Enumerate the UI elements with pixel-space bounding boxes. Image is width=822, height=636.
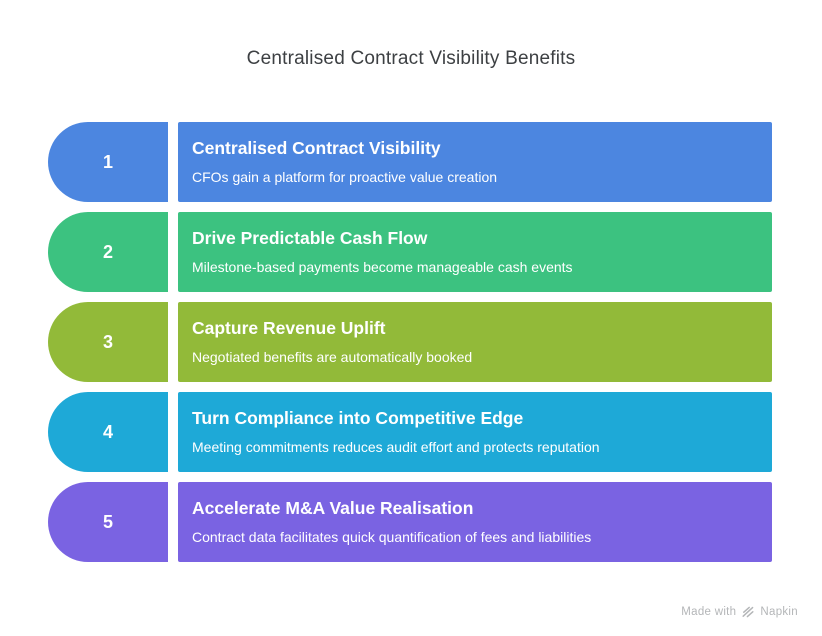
benefit-title: Drive Predictable Cash Flow	[192, 228, 428, 249]
napkin-logo-icon	[741, 605, 755, 618]
step-number: 4	[102, 421, 113, 442]
step-number: 5	[102, 511, 113, 532]
benefit-row-5: 5 Accelerate M&A Value Realisation Contr…	[48, 482, 772, 562]
made-with-label: Made with	[681, 605, 737, 618]
benefit-rows: 1 Centralised Contract Visibility CFOs g…	[48, 122, 772, 562]
step-number-badge: 4	[48, 392, 168, 472]
benefit-bar: Accelerate M&A Value Realisation Contrac…	[178, 482, 772, 562]
benefit-row-4: 4 Turn Compliance into Competitive Edge …	[48, 392, 772, 472]
step-number-badge: 2	[48, 212, 168, 292]
step-number: 2	[102, 241, 113, 262]
benefit-bar: Drive Predictable Cash Flow Milestone-ba…	[178, 212, 772, 292]
benefit-bar: Capture Revenue Uplift Negotiated benefi…	[178, 302, 772, 382]
made-with-napkin-credit[interactable]: Made with Napkin	[681, 605, 798, 618]
benefit-title: Capture Revenue Uplift	[192, 318, 386, 339]
benefit-bar: Turn Compliance into Competitive Edge Me…	[178, 392, 772, 472]
benefit-subtitle: Milestone-based payments become manageab…	[192, 259, 573, 276]
benefit-row-3: 3 Capture Revenue Uplift Negotiated bene…	[48, 302, 772, 382]
step-number-badge: 5	[48, 482, 168, 562]
benefit-title: Centralised Contract Visibility	[192, 138, 441, 159]
benefit-title: Turn Compliance into Competitive Edge	[192, 408, 524, 429]
benefit-row-2: 2 Drive Predictable Cash Flow Milestone-…	[48, 212, 772, 292]
step-number-badge: 1	[48, 122, 168, 202]
benefit-row-1: 1 Centralised Contract Visibility CFOs g…	[48, 122, 772, 202]
benefit-subtitle: Meeting commitments reduces audit effort…	[192, 439, 600, 456]
benefit-bar: Centralised Contract Visibility CFOs gai…	[178, 122, 772, 202]
step-number: 3	[102, 331, 113, 352]
step-number-badge: 3	[48, 302, 168, 382]
page-title: Centralised Contract Visibility Benefits	[246, 48, 576, 69]
step-number: 1	[102, 151, 113, 172]
napkin-brand-label: Napkin	[760, 605, 798, 618]
benefit-subtitle: Contract data facilitates quick quantifi…	[192, 529, 592, 546]
benefit-title: Accelerate M&A Value Realisation	[192, 498, 474, 519]
benefit-subtitle: CFOs gain a platform for proactive value…	[192, 169, 498, 186]
benefit-subtitle: Negotiated benefits are automatically bo…	[192, 349, 473, 366]
